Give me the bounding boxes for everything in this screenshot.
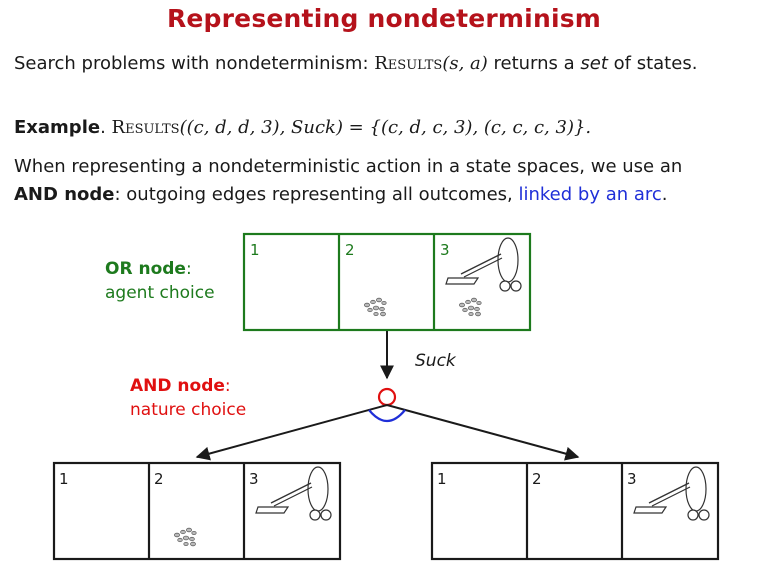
set-word: set <box>580 53 608 74</box>
arc-link-text: linked by an arc <box>518 184 662 205</box>
definition-suffix: of states. <box>607 53 698 74</box>
definition-prefix: Search problems with nondeterminism: <box>14 53 375 74</box>
cell-number: 2 <box>154 470 164 488</box>
and-node-line1: When representing a nondeterministic act… <box>14 156 683 177</box>
state-left: 1 2 3 <box>52 461 342 561</box>
cell-number: 1 <box>59 470 69 488</box>
example-label: Example <box>14 117 101 138</box>
paragraph-example: Example. Results((c, d, d, 3), Suck) = {… <box>14 114 759 142</box>
cell-number: 1 <box>437 470 447 488</box>
and-arc <box>368 409 406 423</box>
outcome-edge-right <box>386 404 580 461</box>
and-node-middle: : outgoing edges representing all outcom… <box>114 184 519 205</box>
and-node-term: AND node <box>14 184 115 205</box>
state-top-frame <box>242 232 532 332</box>
and-node-circle <box>377 387 397 407</box>
or-node-label: OR node: agent choice <box>105 257 215 305</box>
or-node-title: OR node <box>105 259 186 279</box>
paragraph-definition: Search problems with nondeterminism: Res… <box>14 50 759 78</box>
cell-number: 3 <box>627 470 637 488</box>
cell-number: 2 <box>532 470 542 488</box>
and-node-end: . <box>661 184 668 205</box>
state-right: 1 2 3 <box>430 461 720 561</box>
cell-number: 3 <box>249 470 259 488</box>
example-function: Results <box>111 117 180 138</box>
and-node-colon: : <box>224 376 231 396</box>
results-function: Results <box>374 53 443 74</box>
state-left-frame <box>52 461 342 561</box>
cell-number: 1 <box>250 241 260 259</box>
state-right-frame <box>430 461 720 561</box>
cell-number: 2 <box>345 241 355 259</box>
cell-number: 3 <box>440 241 450 259</box>
slide-title: Representing nondeterminism <box>166 4 602 33</box>
paragraph-and-node: When representing a nondeterministic act… <box>14 153 759 209</box>
example-expr: ((c, d, d, 3), <box>179 117 292 138</box>
or-node-colon: : <box>185 259 192 279</box>
results-args: (s, a) <box>442 53 488 74</box>
outcome-edge-left <box>195 404 388 461</box>
definition-middle: returns a <box>487 53 581 74</box>
or-node-subtitle: agent choice <box>105 283 215 303</box>
and-node-title: AND node <box>130 376 225 396</box>
state-top: 1 2 3 <box>242 232 532 332</box>
example-action: Suck <box>291 117 336 138</box>
example-dot: . <box>100 117 112 138</box>
and-node-subtitle: nature choice <box>130 400 247 420</box>
and-node-label: AND node: nature choice <box>130 374 246 422</box>
suck-action-label: Suck <box>415 351 456 371</box>
example-result: ) = {(c, d, c, 3), (c, c, c, 3)}. <box>335 117 592 138</box>
